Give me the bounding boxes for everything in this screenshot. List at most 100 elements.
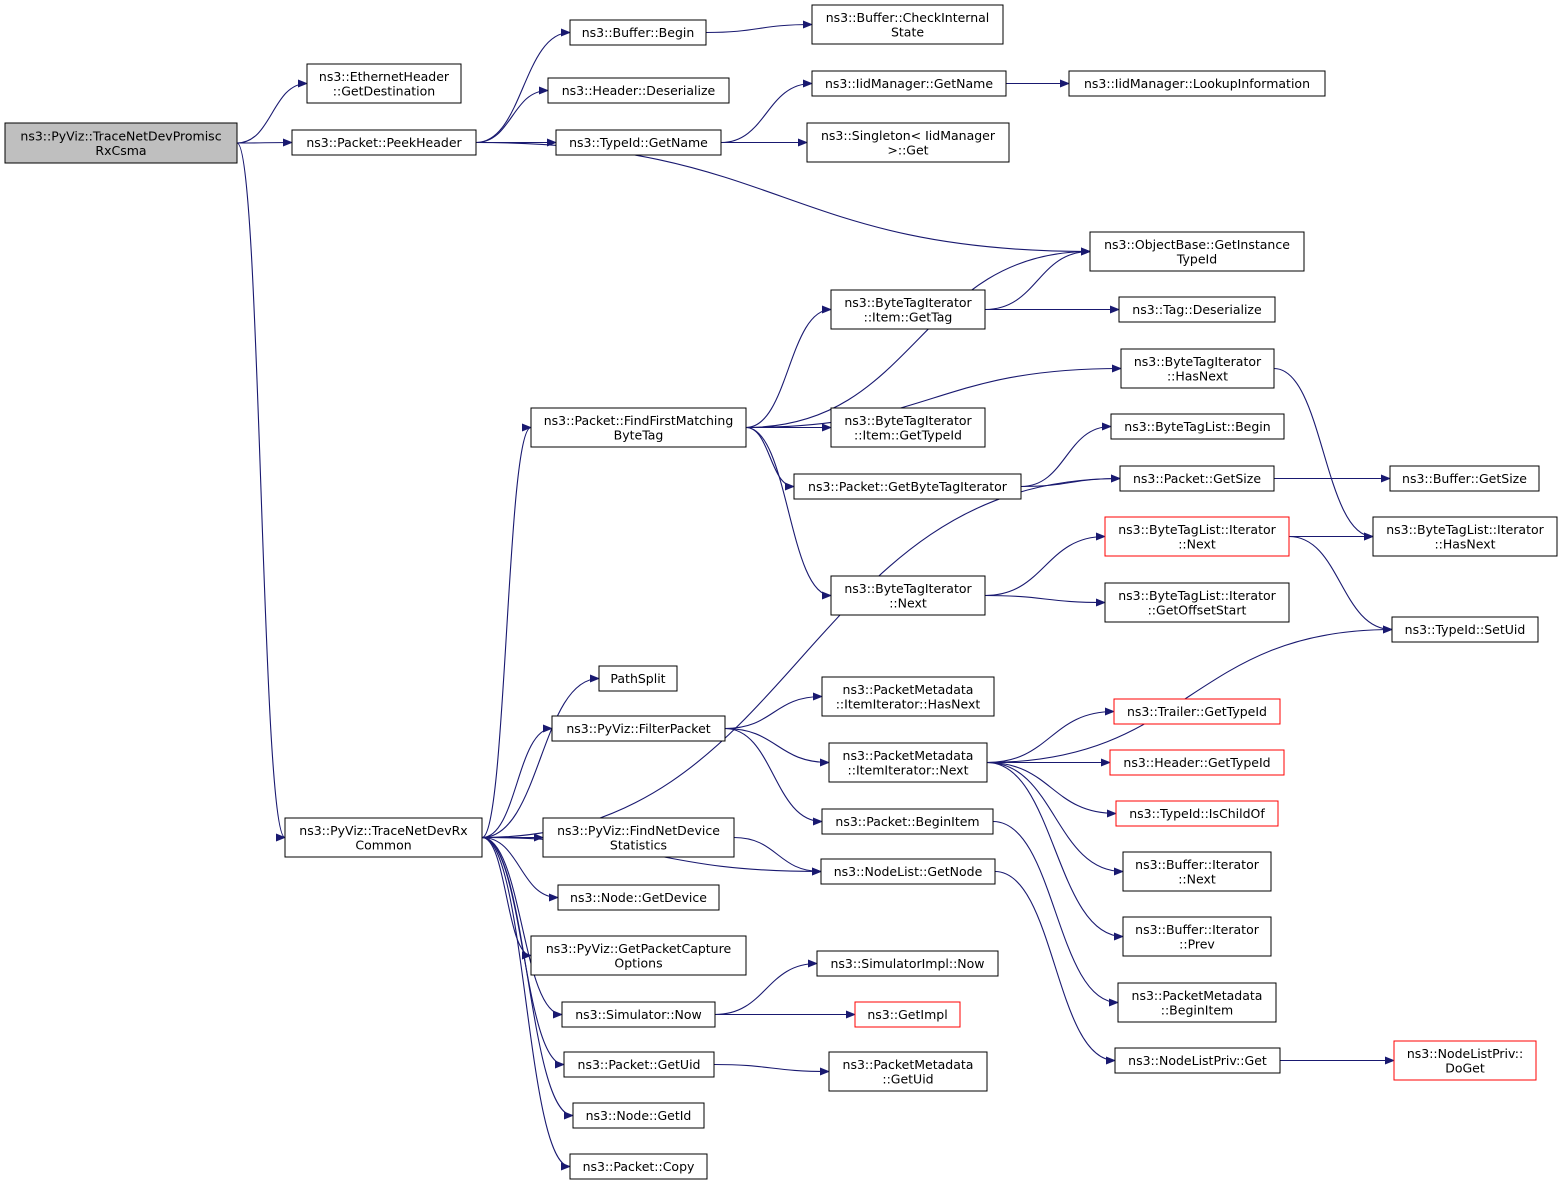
node-label: ::ItemIterator::HasNext bbox=[836, 696, 981, 711]
node-label: ns3::Header::GetTypeId bbox=[1123, 755, 1270, 770]
node-packet-getuid[interactable]: ns3::Packet::GetUid bbox=[563, 1051, 715, 1078]
node-packet-getsize[interactable]: ns3::Packet::GetSize bbox=[1119, 465, 1275, 492]
node-label: Statistics bbox=[610, 837, 667, 852]
node-nodelistpriv-doget[interactable]: ns3::NodeListPriv::DoGet bbox=[1393, 1040, 1537, 1081]
node-packet-beginitem[interactable]: ns3::Packet::BeginItem bbox=[821, 808, 994, 835]
node-nodelist-getnode[interactable]: ns3::NodeList::GetNode bbox=[820, 858, 996, 885]
node-box bbox=[811, 70, 1007, 97]
node-bti-next[interactable]: ns3::ByteTagIterator::Next bbox=[830, 575, 986, 616]
node-buffer-getsize[interactable]: ns3::Buffer::GetSize bbox=[1389, 465, 1540, 492]
node-box bbox=[1104, 516, 1290, 557]
node-box bbox=[1068, 70, 1326, 97]
node-label: ns3::TypeId::GetName bbox=[569, 135, 708, 150]
edge-tracenetdevrx-to-node_getdevice bbox=[481, 836, 559, 902]
node-node-getdevice[interactable]: ns3::Node::GetDevice bbox=[557, 884, 720, 911]
node-buffer-iter-next[interactable]: ns3::Buffer::Iterator::Next bbox=[1122, 851, 1272, 892]
node-trailer-gettypeid[interactable]: ns3::Trailer::GetTypeId bbox=[1113, 698, 1281, 725]
edge-tracenetdevrx-to-simulator_now bbox=[481, 836, 563, 1019]
node-getimpl[interactable]: ns3::GetImpl bbox=[854, 1001, 961, 1028]
node-box bbox=[4, 122, 238, 164]
node-label: ns3::ObjectBase::GetInstance bbox=[1104, 237, 1290, 252]
node-box bbox=[561, 1001, 716, 1028]
node-label: PathSplit bbox=[610, 671, 665, 686]
node-btl-iter-next[interactable]: ns3::ByteTagList::Iterator::Next bbox=[1104, 516, 1290, 557]
edge-typeid_getname-to-iid_getname bbox=[720, 79, 813, 144]
node-label: ns3::PyViz::FilterPacket bbox=[566, 721, 710, 736]
edge-pm_ii_next-to-typeid_ischildof bbox=[986, 761, 1117, 818]
node-label: TypeId bbox=[1176, 251, 1217, 266]
node-simimpl-now[interactable]: ns3::SimulatorImpl::Now bbox=[816, 950, 999, 977]
node-header-deserialize[interactable]: ns3::Header::Deserialize bbox=[547, 77, 730, 104]
node-box bbox=[1104, 582, 1290, 623]
node-box bbox=[572, 1102, 705, 1129]
node-singleton-get[interactable]: ns3::Singleton< IidManager >::Get bbox=[806, 122, 1010, 163]
node-label: DoGet bbox=[1445, 1060, 1485, 1075]
node-filterpacket[interactable]: ns3::PyViz::FilterPacket bbox=[551, 715, 726, 742]
node-label: ns3::Packet::PeekHeader bbox=[306, 135, 462, 150]
edge-bti_next-to-btl_iter_next bbox=[984, 532, 1106, 597]
node-label: ns3::Trailer::GetTypeId bbox=[1127, 704, 1267, 719]
node-label: ns3::ByteTagIterator bbox=[844, 295, 972, 310]
node-label: State bbox=[891, 24, 924, 39]
node-label: ::GetDestination bbox=[333, 83, 435, 98]
edge-bti_next-to-btl_iter_getoffset bbox=[984, 594, 1106, 607]
node-buffer-iter-prev[interactable]: ns3::Buffer::Iterator::Prev bbox=[1122, 916, 1272, 957]
node-tag-deserialize[interactable]: ns3::Tag::Deserialize bbox=[1118, 296, 1276, 323]
node-iid-lookup[interactable]: ns3::IidManager::LookupInformation bbox=[1068, 70, 1326, 97]
node-box bbox=[1122, 916, 1272, 957]
edge-root-to-eth_getdest bbox=[236, 79, 308, 144]
node-box bbox=[1113, 698, 1281, 725]
node-layer: ns3::PyViz::TraceNetDevPromiscRxCsmans3:… bbox=[4, 4, 1558, 1180]
node-peekheader[interactable]: ns3::Packet::PeekHeader bbox=[291, 129, 477, 156]
node-bti-item-gettypeid[interactable]: ns3::ByteTagIterator::Item::GetTypeId bbox=[830, 407, 986, 448]
node-box bbox=[291, 129, 477, 156]
node-label: ns3::Packet::FindFirstMatching bbox=[544, 413, 734, 428]
node-box bbox=[284, 817, 483, 858]
node-node-getid[interactable]: ns3::Node::GetId bbox=[572, 1102, 705, 1129]
node-bti-item-gettag[interactable]: ns3::ByteTagIterator::Item::GetTag bbox=[830, 289, 986, 330]
node-label: ns3::Packet::BeginItem bbox=[835, 814, 979, 829]
node-iid-getname[interactable]: ns3::IidManager::GetName bbox=[811, 70, 1007, 97]
node-pm-ii-next[interactable]: ns3::PacketMetadata::ItemIterator::Next bbox=[828, 742, 988, 783]
node-header-gettypeid[interactable]: ns3::Header::GetTypeId bbox=[1109, 749, 1285, 776]
node-btl-begin[interactable]: ns3::ByteTagList::Begin bbox=[1110, 413, 1285, 440]
node-label: ns3::PyViz::FindNetDevice bbox=[557, 823, 720, 838]
edge-tracenetdevrx-to-packet_copy bbox=[481, 836, 571, 1171]
node-box bbox=[1393, 1040, 1537, 1081]
node-simulator-now[interactable]: ns3::Simulator::Now bbox=[561, 1001, 716, 1028]
node-buffer-begin[interactable]: ns3::Buffer::Begin bbox=[569, 19, 707, 46]
node-box bbox=[1389, 465, 1540, 492]
node-box bbox=[555, 129, 722, 156]
node-typeid-setuid[interactable]: ns3::TypeId::SetUid bbox=[1391, 616, 1539, 643]
node-nodelistpriv-get[interactable]: ns3::NodeListPriv::Get bbox=[1114, 1047, 1281, 1074]
node-getbytetagiter[interactable]: ns3::Packet::GetByteTagIterator bbox=[793, 473, 1022, 500]
node-label: ns3::IidManager::GetName bbox=[825, 76, 993, 91]
node-label: ns3::TypeId::IsChildOf bbox=[1129, 806, 1265, 821]
node-pm-beginitem[interactable]: ns3::PacketMetadata::BeginItem bbox=[1117, 982, 1277, 1023]
node-bti-hasnext[interactable]: ns3::ByteTagIterator::HasNext bbox=[1120, 348, 1275, 389]
node-pm-ii-hasnext[interactable]: ns3::PacketMetadata::ItemIterator::HasNe… bbox=[821, 676, 995, 717]
node-label: ::Item::GetTypeId bbox=[854, 427, 962, 442]
node-typeid-ischildof[interactable]: ns3::TypeId::IsChildOf bbox=[1115, 800, 1279, 827]
node-packet-copy[interactable]: ns3::Packet::Copy bbox=[569, 1153, 708, 1180]
node-label: ns3::ByteTagIterator bbox=[844, 581, 972, 596]
node-box bbox=[1117, 982, 1277, 1023]
node-pm-getuid[interactable]: ns3::PacketMetadata::GetUid bbox=[828, 1051, 988, 1092]
node-label: ns3::Buffer::Iterator bbox=[1135, 922, 1260, 937]
node-btl-iter-getoffset[interactable]: ns3::ByteTagList::Iterator::GetOffsetSta… bbox=[1104, 582, 1290, 623]
node-eth-getdest[interactable]: ns3::EthernetHeader::GetDestination bbox=[306, 63, 462, 104]
node-label: ns3::ByteTagList::Iterator bbox=[1386, 522, 1544, 537]
node-btl-iter-hasnext[interactable]: ns3::ByteTagList::Iterator::HasNext bbox=[1372, 516, 1558, 557]
node-typeid-getname[interactable]: ns3::TypeId::GetName bbox=[555, 129, 722, 156]
node-box bbox=[563, 1051, 715, 1078]
node-pathsplit[interactable]: PathSplit bbox=[598, 665, 678, 692]
edge-findfirstmatching-to-bti_item_gettag bbox=[745, 305, 832, 429]
node-label: ns3::PyViz::TraceNetDevPromisc bbox=[20, 128, 221, 143]
